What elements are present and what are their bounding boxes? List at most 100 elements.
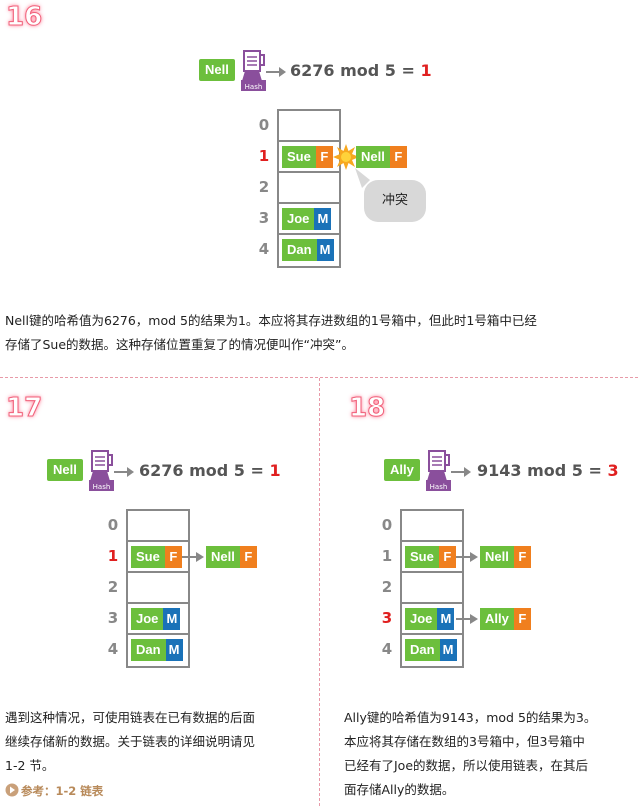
index-1: 1 [381,547,393,565]
hash-label: Hash [93,483,111,491]
hash-function-icon: Hash [426,450,471,491]
item-name: Ally [480,608,514,630]
key-tag: Ally [384,459,420,481]
index-4: 4 [107,640,119,658]
array-slot-2 [128,573,188,604]
item-flag: F [315,146,333,168]
key-tag: Nell [47,459,83,481]
item-flag: M [316,239,334,261]
array-slot-3 [279,204,339,235]
item-flag: M [165,639,183,661]
description-line: Nell键的哈希值为6276，mod 5的结果为1。本应将其存进数组的1号箱中，… [5,313,537,328]
description-line: Ally键的哈希值为9143，mod 5的结果为3。 [344,710,597,725]
index-2: 2 [107,578,119,596]
item-flag: F [513,608,531,630]
description-line: 存储了Sue的数据。这种存储位置重复了的情况便叫作“冲突”。 [5,337,355,352]
item-name: Dan [131,639,166,661]
index-2: 2 [381,578,393,596]
item-name: Joe [131,608,164,630]
chain-arrow-icon [456,614,478,624]
hash-label: Hash [430,483,448,491]
index-1: 1 [258,147,270,165]
index-3: 3 [381,609,393,627]
formula-result: 3 [607,461,619,480]
item-flag: F [164,546,182,568]
item-name: Nell [206,546,240,568]
step-number: 17 [5,393,43,424]
array-slot-3 [128,604,188,635]
description-16: Nell键的哈希值为6276，mod 5的结果为1。本应将其存进数组的1号箱中，… [5,309,630,357]
key-tag: Nell [199,59,235,81]
item-flag: M [439,639,457,661]
hash-label: Hash [245,83,263,91]
description-17: 遇到这种情况，可使用链表在已有数据的后面 继续存储新的数据。关于链表的详细说明请… [5,706,305,778]
description-line: 继续存储新的数据。关于链表的详细说明请见 [5,734,256,749]
item-name: Dan [282,239,317,261]
horizontal-separator [0,377,638,378]
hash-function-icon: Hash [89,450,134,491]
formula-text: 9143 mod 5 = [477,461,608,480]
item-name: Dan [405,639,440,661]
step-number: 18 [348,393,386,424]
collision-bubble: 冲突 [364,180,426,222]
reference-link[interactable]: 参考：1-2 链表 [21,784,104,798]
hash-formula: 9143 mod 5 = 3 [477,461,619,480]
array-slot-1 [128,542,188,573]
chain-arrow-icon [456,552,478,562]
index-4: 4 [381,640,393,658]
description-line: 遇到这种情况，可使用链表在已有数据的后面 [5,710,256,725]
formula-result: 1 [420,61,432,80]
description-line: 面存储Ally的数据。 [344,782,455,797]
item-flag: M [314,208,332,230]
vertical-separator [319,378,320,806]
item-flag: F [513,546,531,568]
chain-arrow-icon [182,552,204,562]
collision-burst-icon [333,144,359,170]
hash-function-icon: Hash [241,50,286,91]
index-4: 4 [258,240,270,258]
item-name: Sue [282,146,316,168]
index-2: 2 [258,178,270,196]
index-0: 0 [258,116,270,134]
array-slot-1 [402,542,462,573]
index-3: 3 [107,609,119,627]
item-name: Joe [282,208,315,230]
item-flag: F [438,546,456,568]
item-name: Nell [356,146,390,168]
array-slot-1 [279,142,339,173]
bubble-tail [355,168,370,188]
item-flag: F [389,146,407,168]
index-3: 3 [258,209,270,227]
formula-text: 6276 mod 5 = [290,61,421,80]
description-18: Ally键的哈希值为9143，mod 5的结果为3。 本应将其存储在数组的3号箱… [344,706,634,802]
index-0: 0 [381,516,393,534]
array-slot-2 [402,573,462,604]
reference-arrow-icon [5,783,19,797]
array-slot-0 [128,511,188,542]
description-line: 1-2 节。 [5,758,55,773]
item-name: Sue [405,546,439,568]
hash-formula: 6276 mod 5 = 1 [139,461,281,480]
formula-text: 6276 mod 5 = [139,461,270,480]
item-name: Joe [405,608,438,630]
array-slot-2 [279,173,339,204]
description-line: 已经有了Joe的数据，所以使用链表，在其后 [344,758,589,773]
hash-formula: 6276 mod 5 = 1 [290,61,432,80]
item-name: Nell [480,546,514,568]
array-slot-0 [279,111,339,142]
item-flag: M [163,608,181,630]
array-slot-0 [402,511,462,542]
